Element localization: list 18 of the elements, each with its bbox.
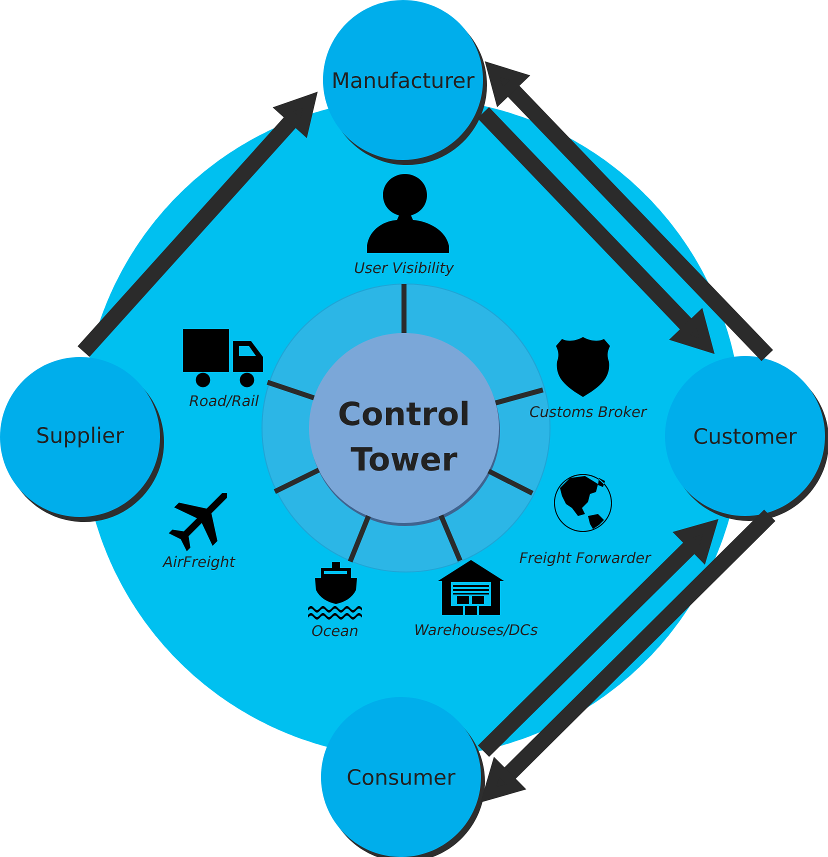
connector-line (488, 468, 534, 496)
connector-line (266, 380, 315, 400)
connector-line (438, 514, 462, 562)
connector-line (494, 388, 544, 406)
connector-line (274, 468, 320, 494)
icon-label: Freight Forwarder (520, 552, 652, 566)
circle-node: Customer (665, 356, 828, 521)
circle-node: Manufacturer (323, 0, 487, 165)
icon-label: User Visibility (354, 262, 454, 276)
connector-line (348, 515, 371, 562)
icon-label: Customs Broker (530, 406, 648, 418)
circle-node: Consumer (321, 697, 485, 857)
connector-line (402, 284, 406, 333)
icon-label: Ocean (312, 625, 358, 636)
icon-label: Road/Rail (190, 394, 259, 408)
icon-label: AirFreight (162, 556, 236, 570)
circle-node: Supplier (0, 357, 164, 522)
icon-label: Warehouses/DCs (416, 624, 538, 636)
